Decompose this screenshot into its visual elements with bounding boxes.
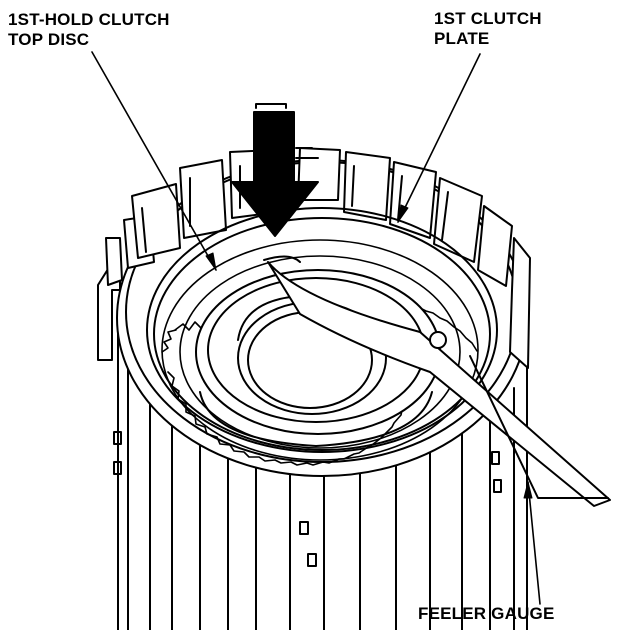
leader-clutch-plate — [397, 53, 481, 223]
label-first-clutch-plate: 1ST CLUTCH PLATE — [434, 9, 542, 49]
drum-lugs — [97, 147, 531, 369]
label-clutch-plate-line1: 1ST CLUTCH — [434, 9, 542, 28]
label-clutch-plate-line2: PLATE — [434, 29, 490, 48]
push-arrow — [231, 103, 319, 237]
feeler-gauge — [263, 255, 611, 507]
leader-feeler-gauge — [527, 481, 541, 605]
label-feeler-gauge: FEELER GAUGE — [418, 604, 555, 624]
leader-hold-disc — [91, 51, 217, 271]
leader-lines — [91, 51, 541, 605]
label-feeler-gauge-line1: FEELER GAUGE — [418, 604, 555, 623]
label-hold-clutch-line1: 1ST-HOLD CLUTCH — [8, 10, 170, 29]
label-hold-clutch-line2: TOP DISC — [8, 30, 90, 49]
clutch-plate — [146, 207, 498, 453]
label-hold-clutch-top-disc: 1ST-HOLD CLUTCH TOP DISC — [8, 10, 170, 50]
drum-body — [113, 317, 528, 630]
leader-arrowheads — [205, 204, 533, 499]
